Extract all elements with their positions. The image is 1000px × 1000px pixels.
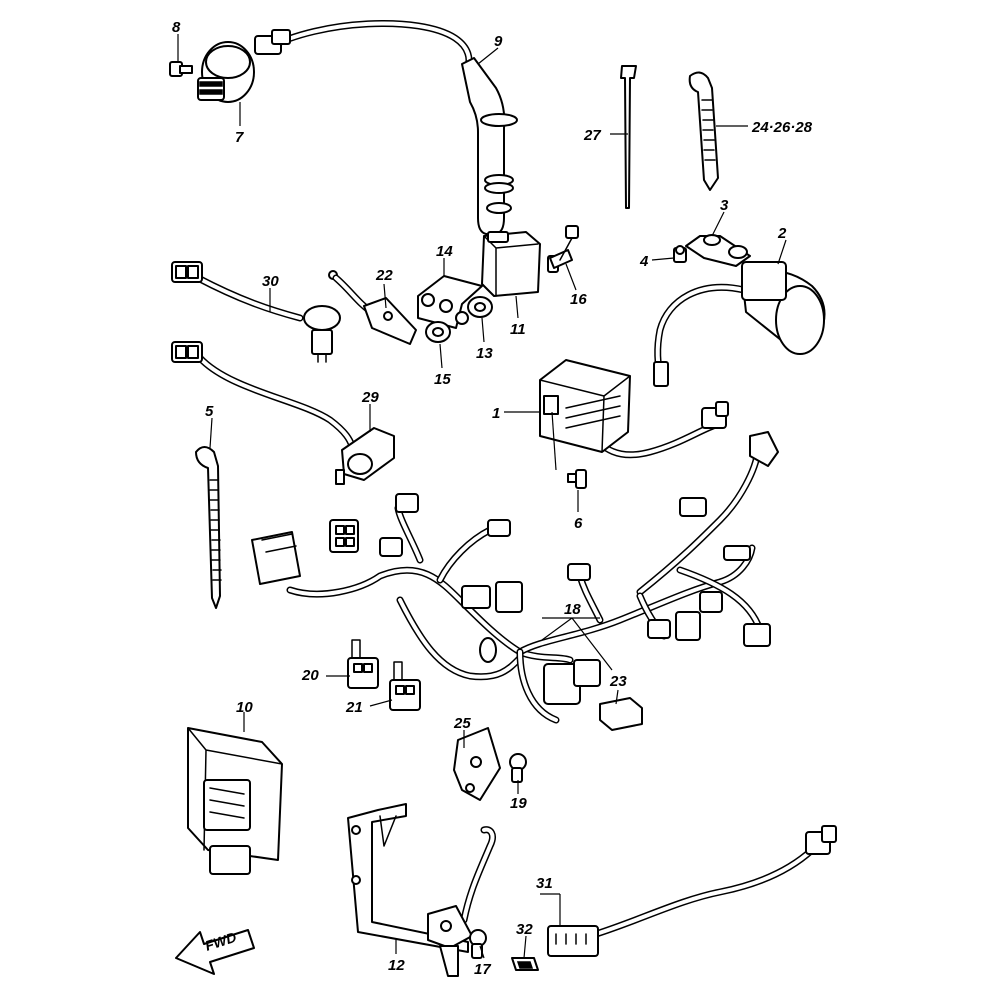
- callout-14: 14: [436, 243, 453, 260]
- part-18-main-wiring-harness: [251, 431, 779, 724]
- part-7-ignition-coil: [197, 20, 473, 103]
- part-16-bolt: [549, 225, 579, 269]
- callout-19: 19: [510, 795, 527, 812]
- part-15-grommet: [425, 321, 451, 343]
- callout-12: 12: [388, 957, 405, 974]
- callout-25: 25: [453, 715, 471, 732]
- callout-27: 27: [583, 127, 601, 144]
- part-25-bracket: [453, 727, 501, 801]
- callout-22: 22: [375, 267, 393, 284]
- callout-1: 1: [492, 405, 500, 422]
- callout-32: 32: [516, 921, 533, 938]
- callout-18: 18: [564, 601, 581, 618]
- callout-31: 31: [536, 875, 553, 892]
- part-32-fuse: [511, 957, 539, 971]
- callout-11: 11: [510, 321, 526, 338]
- callout-6: 6: [574, 515, 583, 532]
- part-27-cable-tie: [620, 65, 637, 209]
- callout-24-26-28: 24·26·28: [751, 119, 813, 136]
- part-9-spark-plug-cap: [461, 57, 518, 235]
- part-23-connector-cover: [599, 697, 643, 731]
- callout-16: 16: [570, 291, 587, 308]
- part-6-bolt: [567, 469, 587, 489]
- callout-5: 5: [205, 403, 214, 420]
- part-10-ecm-unit: [187, 727, 283, 875]
- callout-3: 3: [720, 197, 729, 214]
- callout-17: 17: [474, 961, 491, 978]
- callout-21: 21: [345, 699, 363, 716]
- part-30-sensor-harness: [171, 261, 341, 363]
- part-17-bolt: [469, 929, 487, 959]
- callout-2: 2: [777, 225, 787, 242]
- part-11-relay: [481, 231, 559, 297]
- part-3-clamp: [685, 234, 751, 267]
- callout-9: 9: [494, 33, 503, 50]
- callout-29: 29: [361, 389, 379, 406]
- part-2-condenser: [653, 261, 826, 387]
- part-12-frame-bracket: [347, 803, 496, 977]
- callout-15: 15: [434, 371, 451, 388]
- part-13-grommet: [467, 296, 493, 318]
- part-24-26-28-cable-tie: [688, 71, 719, 191]
- callout-10: 10: [236, 699, 253, 716]
- fwd-direction-arrow: FWD: [175, 929, 255, 975]
- callout-4: 4: [639, 253, 649, 270]
- callout-13: 13: [476, 345, 493, 362]
- callout-20: 20: [301, 667, 319, 684]
- callout-labels: 1 2 3 4 5 6 7 8 9 10 11 12 13 14 15 16 1…: [172, 19, 813, 978]
- part-19-bolt: [509, 753, 527, 783]
- callout-30: 30: [262, 273, 279, 290]
- part-5-cable-tie: [195, 446, 222, 609]
- callout-8: 8: [172, 19, 181, 36]
- callout-23: 23: [609, 673, 627, 690]
- callout-7: 7: [235, 129, 244, 146]
- part-14-bracket: [417, 275, 483, 329]
- part-21-relay: [389, 661, 421, 711]
- part-1-regulator-rectifier: [539, 359, 729, 459]
- part-8-bolt: [169, 61, 193, 77]
- part-20-relay: [347, 639, 379, 689]
- part-4-bolt: [673, 245, 687, 263]
- part-22-ground-lead: [328, 270, 417, 345]
- leader-lines: [177, 34, 787, 959]
- part-31-fuse-box-harness: [547, 825, 837, 957]
- part-29-sensor-harness: [171, 341, 395, 485]
